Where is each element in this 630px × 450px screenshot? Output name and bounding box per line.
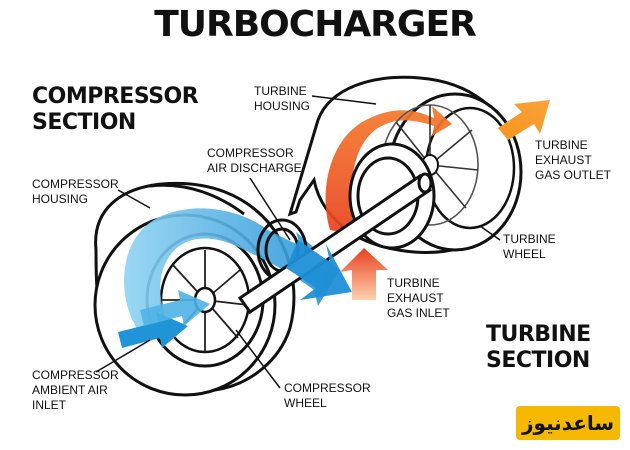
label-turbine-housing: TURBINE HOUSING	[254, 84, 310, 114]
label-line: TURBINE	[254, 84, 307, 98]
label-compressor-wheel: COMPRESSOR WHEEL	[284, 381, 371, 411]
label-line: EXHAUST	[535, 153, 592, 167]
leader-lines	[95, 95, 501, 389]
watermark-text: ساعدنیوز	[521, 411, 615, 435]
label-line: TURBINE	[387, 276, 440, 290]
label-line: HOUSING	[32, 192, 89, 206]
label-line: COMPRESSOR	[284, 381, 371, 395]
label-turbine-exhaust-gas-outlet: TURBINE EXHAUST GAS OUTLET	[535, 138, 611, 183]
label-line: COMPRESSOR	[207, 146, 294, 160]
turbine-wheel	[381, 104, 479, 226]
compressor-air-flow	[124, 208, 340, 330]
label-line: WHEEL	[503, 247, 546, 261]
label-line: AMBIENT AIR	[32, 383, 108, 397]
diagram-title: TURBOCHARGER	[154, 4, 477, 45]
label-compressor-housing: COMPRESSOR HOUSING	[32, 177, 119, 207]
compressor-discharge-arrow	[286, 240, 352, 300]
compressor-section-heading: COMPRESSOR SECTION	[32, 84, 199, 136]
label-line: WHEEL	[284, 396, 327, 410]
turbine-section-line-2: SECTION	[486, 348, 590, 373]
label-line: GAS INLET	[387, 306, 450, 320]
turbine-inlet-arrow	[340, 248, 388, 300]
label-line: HOUSING	[254, 99, 311, 113]
label-line: EXHAUST	[387, 291, 444, 305]
turbine-section-line-1: TURBINE	[486, 322, 591, 347]
compressor-section-line-2: SECTION	[32, 110, 136, 135]
label-line: AIR DISCHARGE	[207, 161, 302, 175]
label-turbine-exhaust-gas-inlet: TURBINE EXHAUST GAS INLET	[387, 276, 450, 321]
compressor-ambient-air-arrow	[118, 290, 210, 348]
label-line: COMPRESSOR	[32, 177, 119, 191]
compressor-section-line-1: COMPRESSOR	[32, 84, 199, 109]
label-turbine-wheel: TURBINE WHEEL	[503, 232, 556, 262]
turbine-gas-flow	[325, 106, 452, 236]
label-compressor-air-discharge: COMPRESSOR AIR DISCHARGE	[207, 146, 302, 176]
label-compressor-ambient-air-inlet: COMPRESSOR AMBIENT AIR INLET	[32, 368, 119, 413]
watermark-logo: ساعدنیوز	[516, 406, 620, 440]
label-line: TURBINE	[535, 138, 588, 152]
turbine-outlet-arrow	[498, 100, 550, 140]
label-line: TURBINE	[503, 232, 556, 246]
label-line: GAS OUTLET	[535, 168, 612, 182]
label-line: INLET	[32, 398, 67, 412]
shaft	[237, 172, 433, 315]
label-line: COMPRESSOR	[32, 368, 119, 382]
turbine-section-heading: TURBINE SECTION	[486, 322, 591, 374]
